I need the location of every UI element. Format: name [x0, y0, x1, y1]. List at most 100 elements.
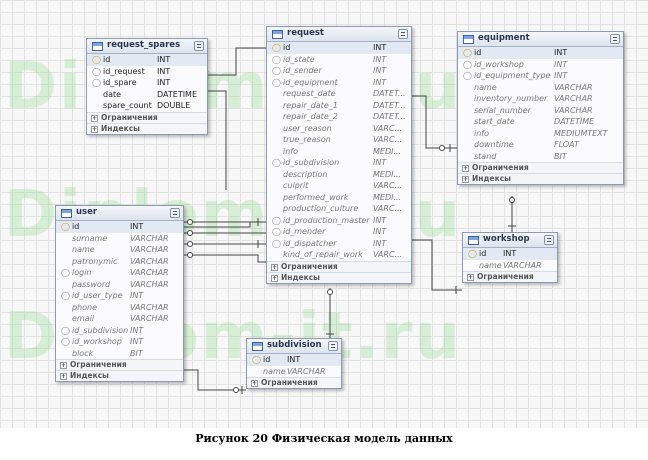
section-indexes[interactable]: +Индексы [87, 122, 207, 134]
table-header[interactable]: workshop [463, 233, 557, 248]
section-constraints[interactable]: +Ограничения [458, 162, 623, 173]
expand-icon[interactable]: + [462, 165, 469, 172]
table-header[interactable]: equipment [458, 32, 623, 47]
collapse-button-icon[interactable] [544, 235, 554, 245]
section-label: Ограничения [261, 378, 318, 387]
expand-icon[interactable]: + [91, 125, 98, 133]
table-header[interactable]: subdivision [247, 339, 341, 354]
table-header[interactable]: request [267, 27, 411, 42]
link-user-subdivision [182, 369, 246, 391]
collapse-button-icon[interactable] [610, 34, 620, 44]
field-type: MEDI... [373, 192, 402, 202]
expand-icon[interactable]: + [251, 380, 258, 387]
field-name: name [263, 366, 286, 376]
collapse-button-icon[interactable] [328, 341, 338, 351]
section-constraints[interactable]: +Ограничения [247, 377, 341, 388]
section-indexes[interactable]: +Индексы [458, 173, 623, 184]
section-indexes[interactable]: +Индексы [267, 271, 411, 283]
collapse-button-icon[interactable] [170, 208, 180, 218]
collapse-button-icon[interactable] [194, 41, 204, 51]
primary-key-icon: ◯ [252, 355, 261, 364]
expand-icon[interactable]: + [462, 176, 469, 183]
foreign-key-icon: ◯ [272, 158, 281, 167]
expand-icon[interactable]: + [271, 274, 278, 282]
field-type: VARCHAR [554, 82, 593, 92]
table-header[interactable]: request_spares [87, 39, 207, 54]
section-indexes[interactable]: +Индексы [56, 370, 183, 381]
field-name: id_workshop [474, 59, 524, 69]
section-label: Индексы [281, 272, 320, 282]
field-type: INT [554, 59, 568, 69]
collapse-button-icon[interactable] [398, 29, 408, 39]
expand-icon[interactable]: + [91, 114, 98, 122]
section-constraints[interactable]: +Ограничения [56, 359, 183, 370]
table-icon [463, 35, 474, 44]
expand-icon[interactable]: + [271, 263, 278, 271]
expand-icon[interactable]: + [467, 274, 474, 281]
field-type: VARCHAR [554, 94, 593, 103]
table-header[interactable]: user [56, 206, 183, 221]
expand-icon[interactable]: + [60, 373, 67, 380]
section-constraints[interactable]: +Ограничения [463, 271, 557, 282]
expand-icon[interactable]: + [60, 362, 67, 369]
section-constraints[interactable]: +Ограничения [267, 260, 411, 272]
section-constraints[interactable]: +Ограничения [87, 111, 207, 123]
